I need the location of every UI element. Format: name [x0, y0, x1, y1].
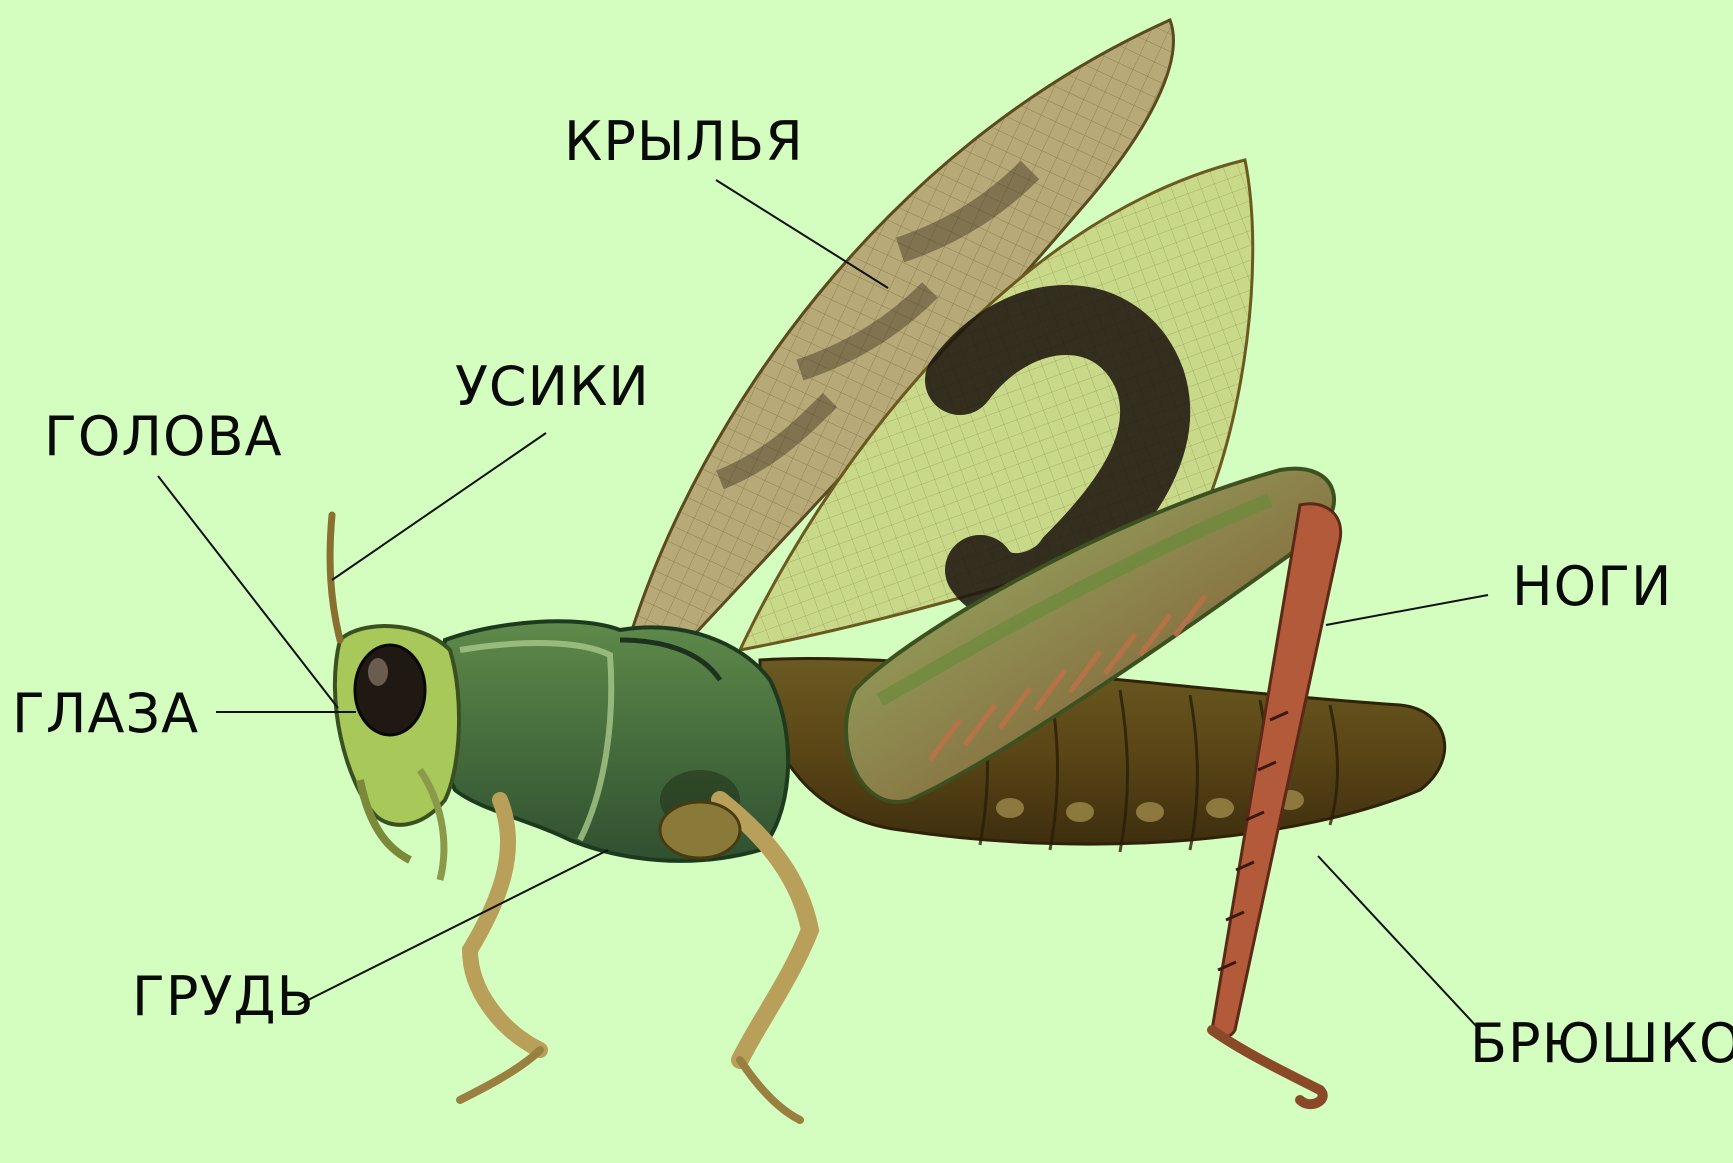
label-head: ГОЛОВА: [44, 405, 283, 468]
compound-eye-icon: [355, 645, 425, 735]
thorax-leader: [298, 850, 608, 1005]
label-legs: НОГИ: [1512, 555, 1672, 618]
label-abdomen: БРЮШКО: [1470, 1012, 1733, 1075]
legs-leader: [1326, 595, 1488, 625]
grasshopper-illustration-icon: [330, 20, 1445, 1120]
abdomen-leader: [1318, 856, 1478, 1028]
label-antennae: УСИКИ: [455, 355, 650, 418]
wings-leader: [716, 180, 888, 288]
label-eyes: ГЛАЗА: [12, 682, 199, 745]
label-thorax: ГРУДЬ: [132, 965, 315, 1028]
antennae-leader: [332, 433, 546, 580]
head-leader: [158, 476, 338, 708]
head-body: [335, 626, 459, 880]
label-wings: КРЫЛЬЯ: [564, 110, 804, 173]
